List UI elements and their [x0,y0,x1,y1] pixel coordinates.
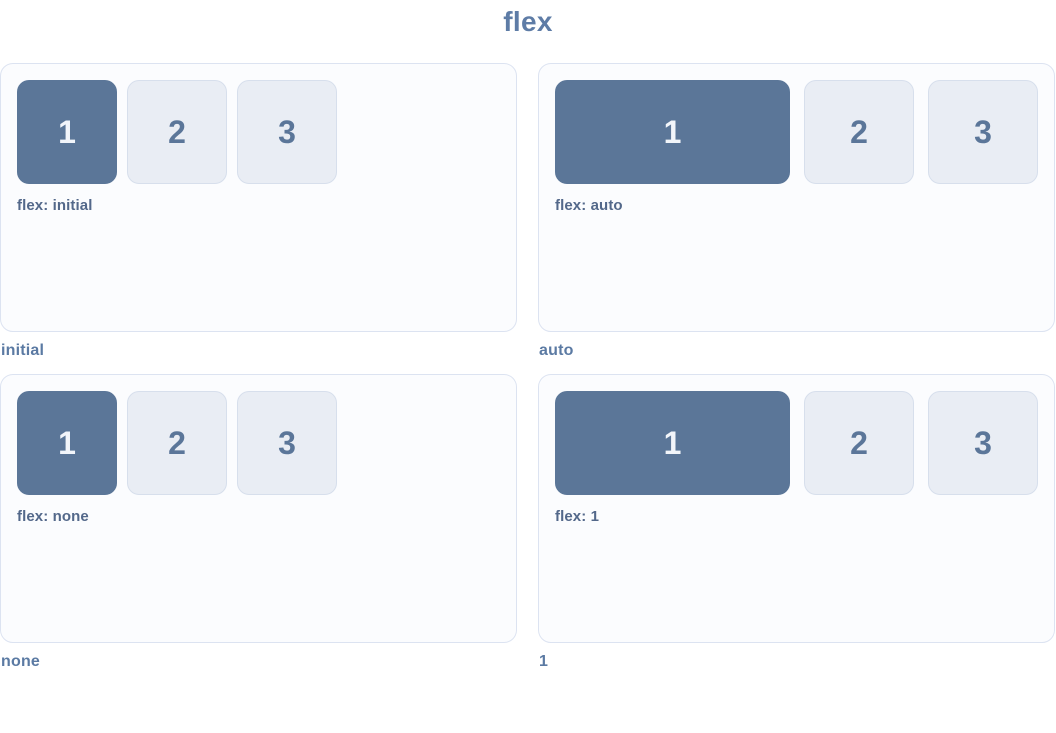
flex-item-3: 3 [928,391,1038,495]
flex-item-2: 2 [127,391,227,495]
flex-item-2: 2 [127,80,227,184]
example-card: 1 2 3 flex: initial [0,63,517,332]
flex-example-1: 1 2 3 flex: 1 1 [538,374,1055,685]
flex-item-3: 3 [928,80,1038,184]
flex-value-label: flex: none [17,508,89,525]
flex-container: 1 2 3 [17,80,500,184]
flex-item-2: 2 [804,391,914,495]
flex-example-auto: 1 2 3 flex: auto auto [538,63,1055,374]
flex-item-1: 1 [17,391,117,495]
flex-example-none: 1 2 3 flex: none none [0,374,517,685]
examples-grid: 1 2 3 flex: initial initial 1 2 3 flex: … [0,63,1055,685]
example-card: 1 2 3 flex: auto [538,63,1055,332]
flex-item-2: 2 [804,80,914,184]
example-caption: initial [1,342,45,359]
flex-item-3: 3 [237,80,337,184]
flex-container: 1 2 3 [555,391,1038,495]
flex-item-3: 3 [237,391,337,495]
page-title: flex [503,6,553,37]
flex-example-initial: 1 2 3 flex: initial initial [0,63,517,374]
flex-item-1: 1 [17,80,117,184]
flex-item-1: 1 [555,80,790,184]
flex-value-label: flex: auto [555,197,623,214]
example-card: 1 2 3 flex: none [0,374,517,643]
flex-container: 1 2 3 [555,80,1038,184]
flex-container: 1 2 3 [17,391,500,495]
example-card: 1 2 3 flex: 1 [538,374,1055,643]
example-caption: 1 [539,653,549,670]
example-caption: auto [539,342,574,359]
flex-item-1: 1 [555,391,790,495]
flex-value-label: flex: initial [17,197,93,214]
flex-value-label: flex: 1 [555,508,600,525]
example-caption: none [1,653,41,670]
